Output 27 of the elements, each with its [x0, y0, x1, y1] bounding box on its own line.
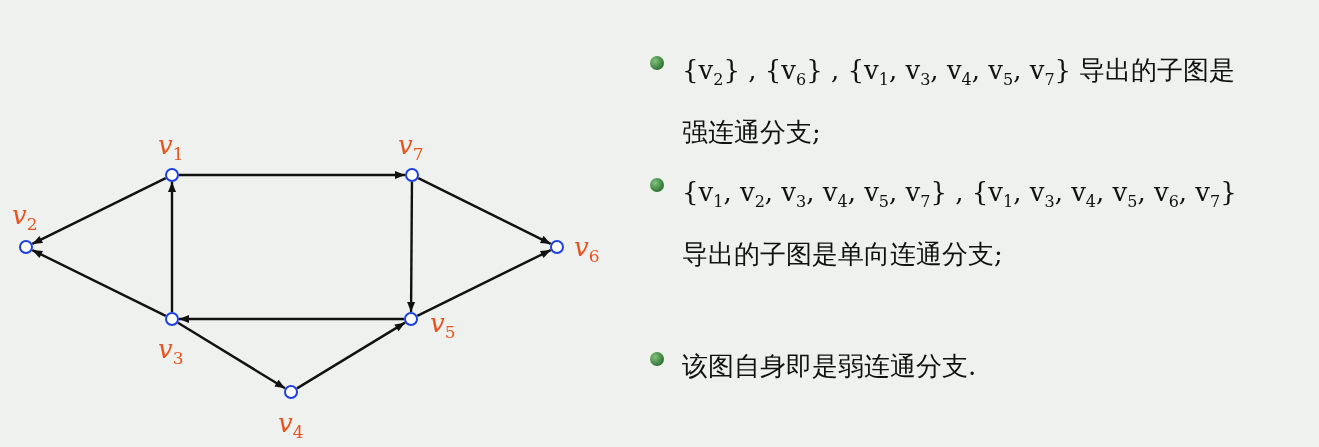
arrow — [179, 315, 404, 323]
vertex-label: v$_{6}$ — [574, 234, 600, 266]
vertex-label: v$_{5}$ — [430, 310, 456, 342]
vertex-label: v$_{4}$ — [278, 410, 304, 442]
bullet-text: 该图自身即是弱连通分支. — [682, 350, 978, 383]
vertex-circle — [19, 240, 33, 254]
arrow — [296, 321, 406, 390]
bullet-text: {v$_{1}$, v$_{2}$, v$_{3}$, v$_{4}$, v$_{5}$, v$_{7}$} , {v$_{1}$, v$_{3}$, v$_{4}$, v$_{5}$, v$_{6}$, v$_{7}$} 导出的子图是单向连通分支; — [682, 176, 1238, 272]
arrow — [407, 182, 416, 312]
vertex-circle — [165, 168, 179, 182]
arrow — [417, 177, 552, 245]
bullet-text: {v$_{2}$} , {v$_{6}$} , {v$_{1}$, v$_{3}$, v$_{4}$, v$_{5}$, v$_{7}$} 导出的子图是强连通分支; — [682, 54, 1237, 150]
arrow — [179, 171, 405, 179]
vertex-label: v$_{3}$ — [158, 336, 184, 368]
arrow — [31, 249, 167, 317]
arrow — [168, 182, 176, 312]
vertex-label: v$_{2}$ — [12, 202, 38, 234]
vertex-circle — [404, 312, 418, 326]
vertex-circle — [550, 240, 564, 254]
vertex-circle — [405, 168, 419, 182]
arrow — [416, 249, 552, 317]
vertex-circle — [165, 312, 179, 326]
arrow — [177, 321, 286, 390]
vertex-circle — [284, 385, 298, 399]
vertex-label: v$_{1}$ — [158, 132, 184, 164]
vertex-label: v$_{7}$ — [398, 132, 424, 164]
arrow — [31, 177, 167, 245]
